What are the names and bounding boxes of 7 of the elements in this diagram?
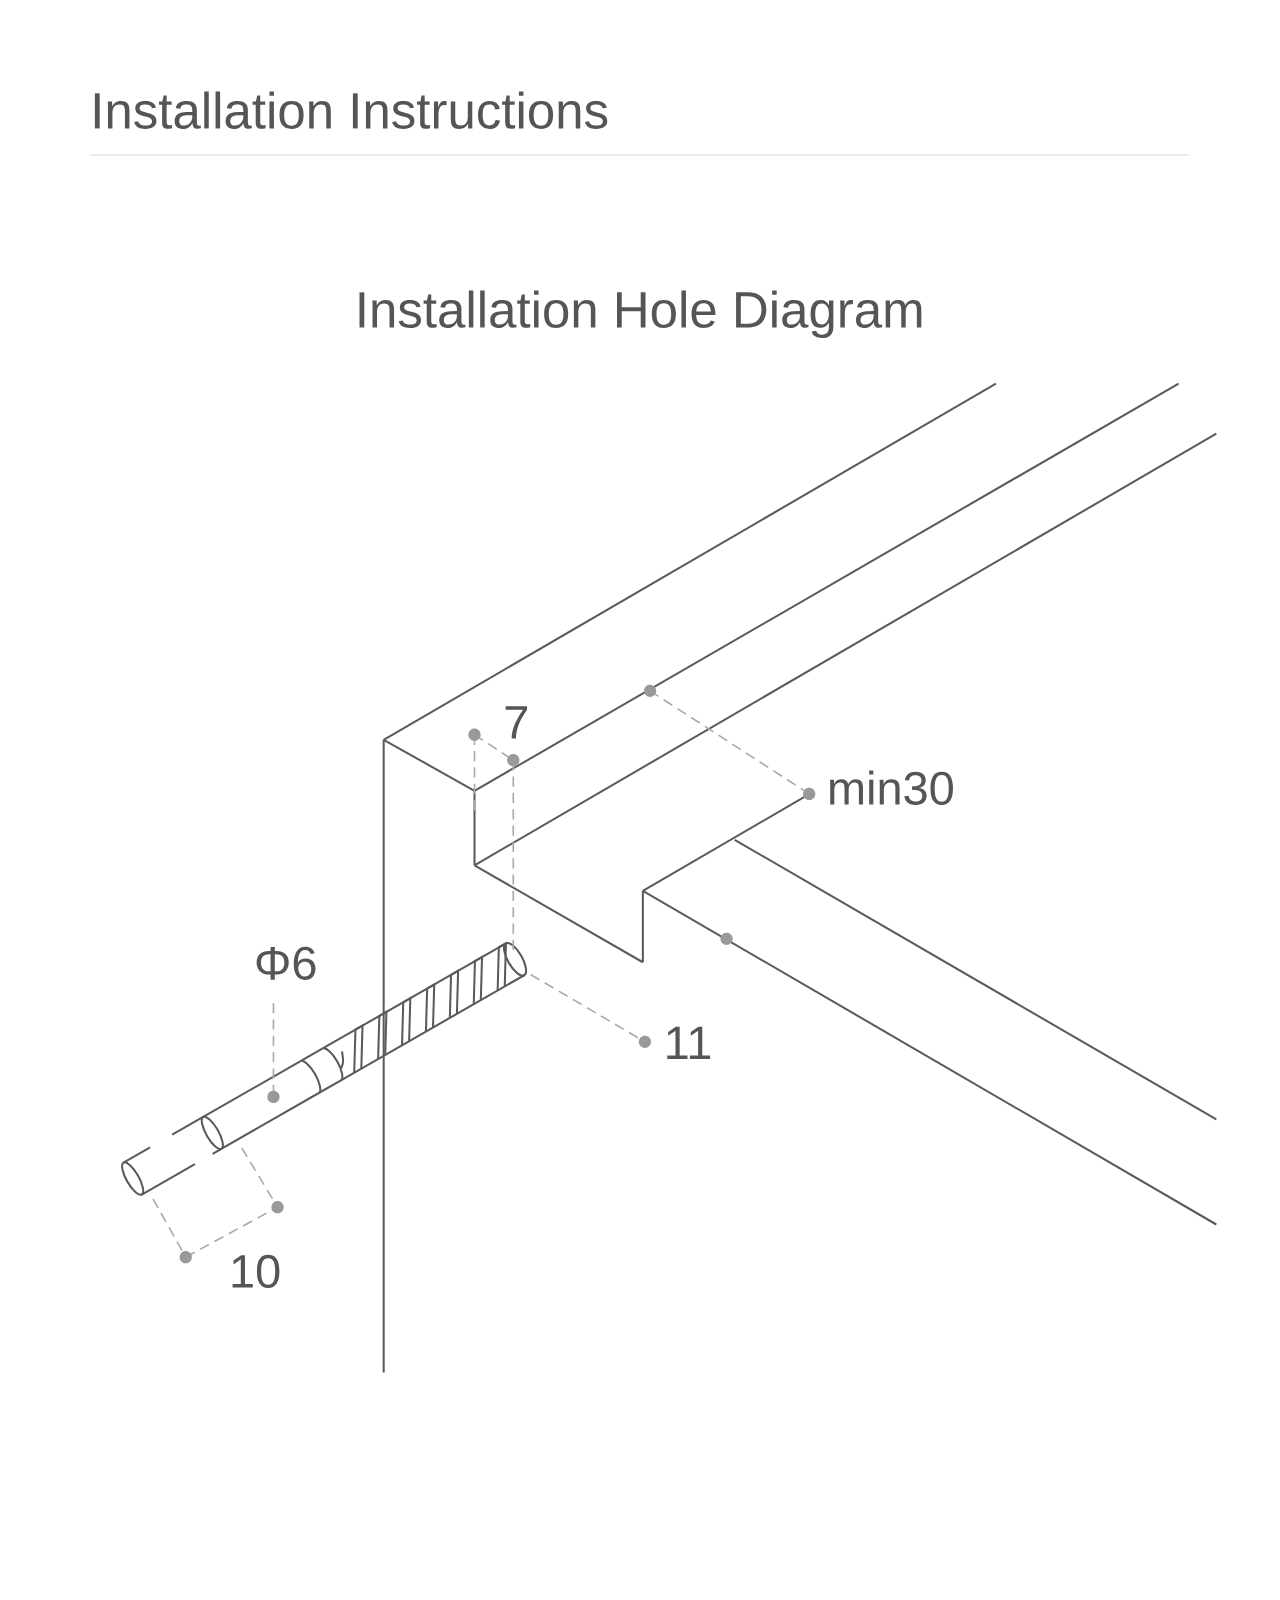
dimension-label: min30 xyxy=(830,770,954,805)
dimension-label: Φ6 xyxy=(256,946,316,980)
dimension-label: 11 xyxy=(667,1026,711,1059)
page-title: Installation Instructions xyxy=(95,91,608,129)
dimension-label: 10 xyxy=(232,1254,280,1289)
subtitle: Installation Hole Diagram xyxy=(359,290,922,339)
dimension-label: 7 xyxy=(505,706,528,739)
